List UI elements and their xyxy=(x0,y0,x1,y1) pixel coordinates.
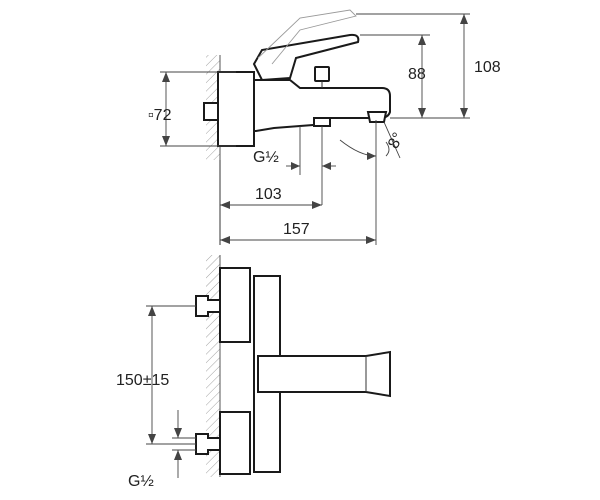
dim-line-108 xyxy=(356,13,470,119)
dim-label-g12-front: G½ xyxy=(128,473,154,490)
front-view: 150±15 G½ xyxy=(116,255,391,490)
dim-line-103 xyxy=(220,201,322,209)
dim-line-g12-front xyxy=(172,410,196,478)
dim-label-8deg: 8° xyxy=(385,130,407,152)
spout-tip xyxy=(366,111,388,123)
dim-line-88 xyxy=(360,34,430,118)
dim-label-108: 108 xyxy=(474,59,501,76)
dim-label-150: 150±15 xyxy=(116,372,169,389)
lever-open-ghost xyxy=(257,9,357,65)
lever-closed xyxy=(252,33,360,82)
valve-body-side xyxy=(217,71,255,147)
dim-label-88: 88 xyxy=(408,66,426,83)
valve-block-upper xyxy=(219,267,251,343)
valve-block-lower xyxy=(219,411,251,475)
inlet-connector-lower xyxy=(195,433,221,455)
diverter-knob xyxy=(314,66,330,82)
dim-label-103: 103 xyxy=(255,186,282,203)
outlet-nipple xyxy=(313,117,331,127)
dim-line-150 xyxy=(146,305,196,445)
spout-front xyxy=(257,350,391,398)
dim-label-157: 157 xyxy=(283,221,310,238)
inlet-connector-side xyxy=(203,102,219,121)
dim-line-157 xyxy=(220,236,376,244)
dim-angle-8 xyxy=(339,120,401,245)
dim-label-72: ▫72 xyxy=(148,107,172,124)
side-view: 108 88 ▫72 G½ xyxy=(148,9,501,245)
inlet-connector-upper xyxy=(195,295,221,317)
dim-label-g12-side: G½ xyxy=(253,149,279,166)
dim-line-72 xyxy=(160,71,236,147)
dim-line-g12-side xyxy=(286,126,336,205)
